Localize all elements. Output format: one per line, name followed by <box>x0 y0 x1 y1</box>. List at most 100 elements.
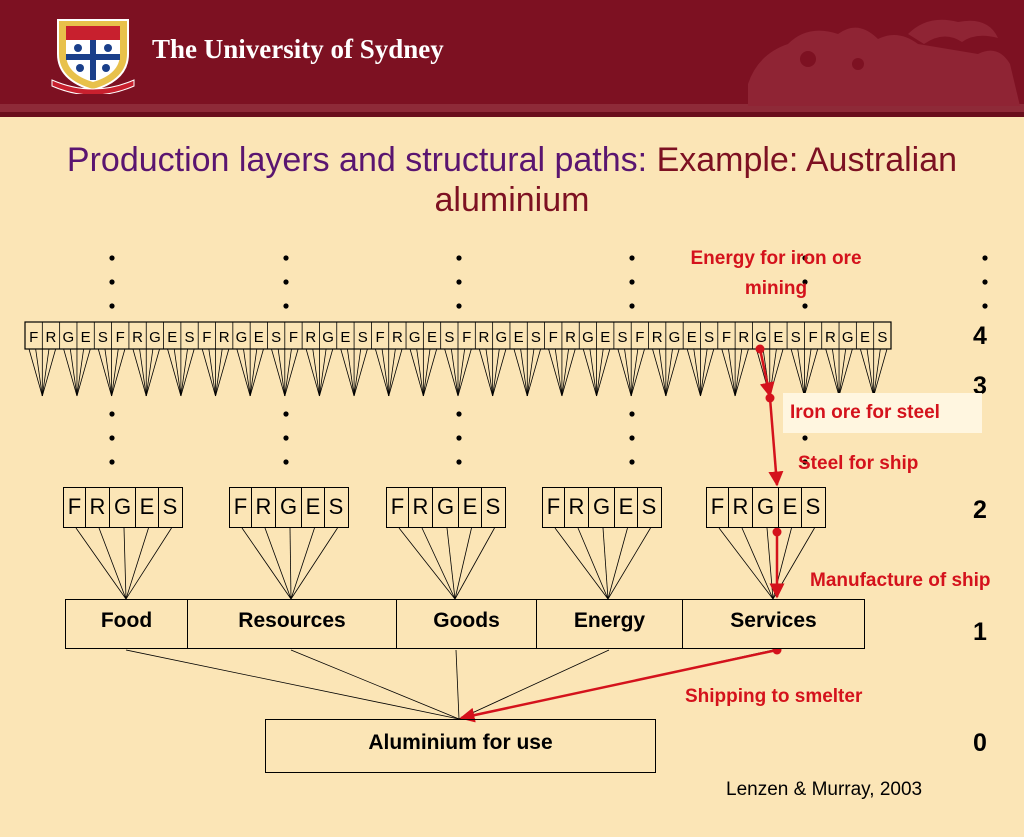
label-energy-for-iron-ore-mining: Energy for iron ore mining <box>690 248 862 299</box>
layer2-fan-line <box>602 527 609 600</box>
layer4-fan-line <box>561 348 569 397</box>
layer4-cell-letter: F <box>202 329 211 346</box>
ellipsis-dot <box>109 255 115 261</box>
label-shipping-to-smelter: Shipping to smelter <box>685 686 863 707</box>
layer4-fan-line <box>215 348 230 397</box>
layer4-cell-letter: R <box>825 329 836 346</box>
layer4-fan-line <box>236 348 251 397</box>
layer4-fan-line <box>582 348 597 397</box>
frges-cell-f: F <box>62 487 87 528</box>
layer4-cell-letter: S <box>358 329 368 346</box>
layer4-fan-line <box>381 348 390 397</box>
layer4-fan-line <box>831 348 840 397</box>
frges-cell-f: F <box>385 487 410 528</box>
layer4-cell-letter: R <box>565 329 576 346</box>
frges-cell-f: F <box>705 487 730 528</box>
iron-ore-label-background <box>783 393 982 433</box>
ellipsis-dot <box>802 435 808 441</box>
layer-number-4: 4 <box>973 322 987 350</box>
layer4-fan-line <box>167 348 182 397</box>
layer4-fan-line <box>353 348 362 397</box>
layer4-fan-line <box>416 348 424 397</box>
layer4-cell-letter: S <box>791 329 801 346</box>
layer4-fan-line <box>347 348 355 397</box>
layer2-fan-line <box>454 527 472 600</box>
ellipsis-dot <box>982 303 988 309</box>
layer4-fan-line <box>173 348 182 397</box>
path-arrow-shipping-to-smelter <box>459 648 778 723</box>
layer4-cell-letter: E <box>600 329 610 346</box>
university-crest-icon <box>51 19 135 94</box>
layer4-fan-line <box>284 348 292 397</box>
layer4-fan-line <box>139 348 147 397</box>
layer4-cell-letter: S <box>531 329 541 346</box>
layer2-fan-line <box>741 527 774 600</box>
layer4-fan-line <box>180 348 195 397</box>
layer2-fan-line <box>125 527 149 600</box>
layer4-fan-line <box>665 348 673 397</box>
frges-cell-f: F <box>541 487 566 528</box>
ellipsis-dot <box>802 303 808 309</box>
layer2-fan-line <box>98 527 127 600</box>
frges-cell-s: S <box>480 487 506 528</box>
layer4-fan-line <box>630 348 645 397</box>
layer4-fan-line <box>145 348 160 397</box>
layer2-fan-line <box>123 527 127 600</box>
ellipsis-dot <box>629 411 635 417</box>
layer-number-1: 1 <box>973 618 987 646</box>
path-arrow-iron-to-steel <box>768 397 784 487</box>
layer2-fan-line <box>290 527 338 600</box>
ellipsis-dot <box>456 411 462 417</box>
frges-cell-g: G <box>274 487 303 528</box>
layer4-cell-letter: F <box>116 329 125 346</box>
layer4-cell-letter: G <box>409 329 421 346</box>
layer4-fan-line <box>388 348 396 397</box>
layer2-fan-line <box>398 527 456 600</box>
layer4-fan-line <box>658 348 667 397</box>
ellipsis-dot <box>283 303 289 309</box>
layer4-fan-line <box>180 348 188 397</box>
lion-watermark-icon <box>748 19 1020 106</box>
layer4-fan-line <box>76 348 91 397</box>
layer4-fan-line <box>450 348 459 397</box>
ellipsis-dot <box>982 255 988 261</box>
layer4-fan-line <box>340 348 355 397</box>
layer4-fan-line <box>825 348 840 397</box>
ellipsis-dot <box>109 435 115 441</box>
frges-cell-e: E <box>614 487 638 528</box>
layer4-fan-line <box>769 348 777 397</box>
layer4-fan-line <box>734 348 743 397</box>
layer4-fan-line <box>734 348 749 397</box>
label-manufacture-of-ship: Manufacture of ship <box>810 570 991 591</box>
layer4-cell-letter: G <box>236 329 248 346</box>
ellipsis-dot <box>802 459 808 465</box>
layer4-fan-line <box>208 348 216 397</box>
layer4-fan-line <box>249 348 264 397</box>
layer4-fan-line <box>111 348 126 397</box>
layer2-fan-line <box>125 527 172 600</box>
layer4-fan-line <box>457 348 466 397</box>
ellipsis-dot <box>629 459 635 465</box>
layer2-fan-line <box>241 527 292 600</box>
layer4-fan-line <box>305 348 320 397</box>
layer4-fan-line <box>63 348 78 397</box>
frges-cell-s: S <box>323 487 349 528</box>
layer4-cell-letter: F <box>549 329 558 346</box>
layer4-fan-line <box>111 348 119 397</box>
layer4-fan-line <box>76 348 85 397</box>
layer4-fan-line <box>69 348 78 397</box>
ellipsis-dot <box>456 459 462 465</box>
ellipsis-dot <box>982 279 988 285</box>
layer4-cell-letter: F <box>722 329 731 346</box>
layer4-fan-line <box>596 348 611 397</box>
layer4-cell-letter: G <box>842 329 854 346</box>
layer4-fan-line <box>526 348 541 397</box>
layer4-fan-line <box>319 348 334 397</box>
layer4-fan-line <box>201 348 216 397</box>
layer4-cell-letter: E <box>254 329 264 346</box>
ellipsis-dot <box>283 255 289 261</box>
layer4-cell-letter: F <box>375 329 384 346</box>
